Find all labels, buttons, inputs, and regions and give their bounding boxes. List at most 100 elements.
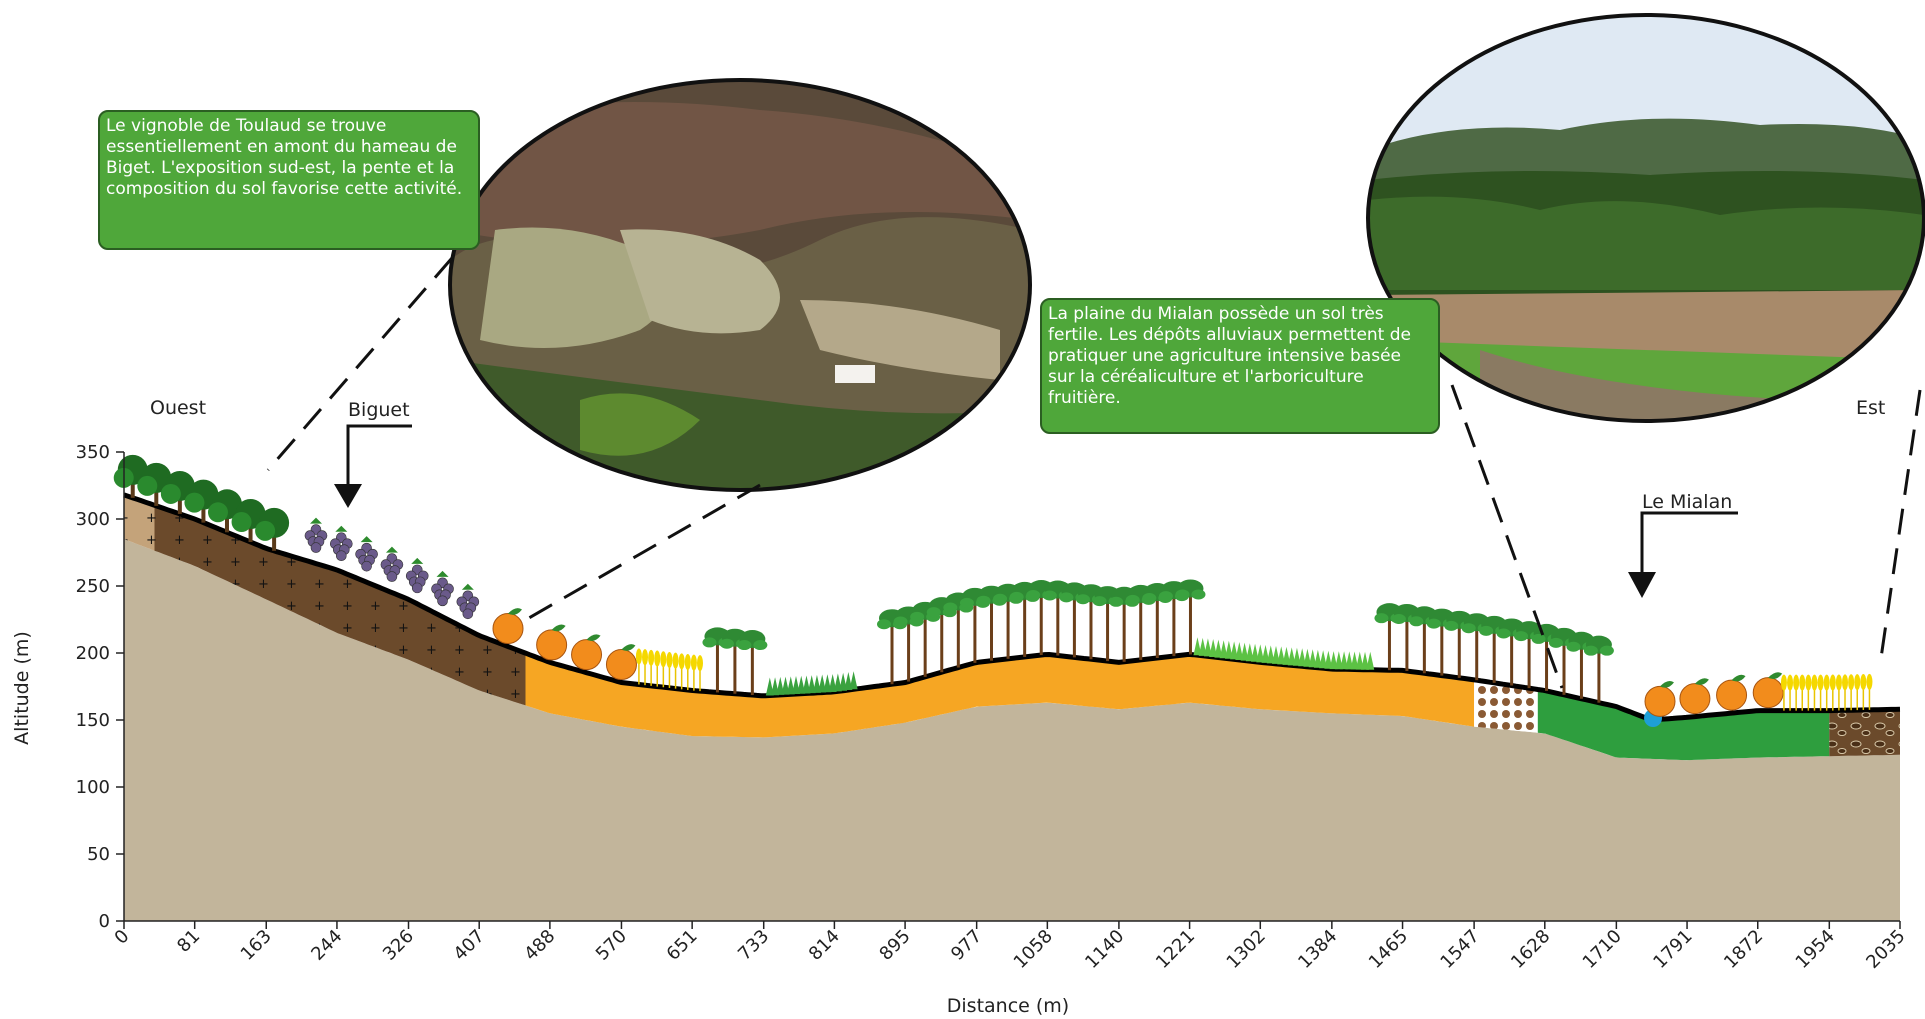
grass-icon <box>1282 646 1291 665</box>
grass-icon <box>1209 639 1218 658</box>
alluvium-layer <box>525 653 1475 738</box>
forest-tree-icon <box>255 507 290 551</box>
grass-icon <box>1319 650 1328 669</box>
grass-icon <box>839 672 848 691</box>
grass-icon <box>1224 640 1233 659</box>
orange-fruit-icon <box>1752 672 1784 709</box>
x-tick-label: 1140 <box>1081 926 1128 973</box>
leader-lines <box>266 257 1922 689</box>
x-tick-label: 1872 <box>1720 926 1767 973</box>
grass-icon <box>844 672 853 691</box>
bedrock-layer <box>124 539 1900 921</box>
grape-icon <box>456 583 480 620</box>
grass-icon <box>812 674 821 693</box>
grass-icon <box>1245 643 1254 662</box>
wheat-icon <box>672 652 679 689</box>
forest-tree-icon <box>160 470 195 514</box>
grass-icon <box>781 676 790 695</box>
wheat-icon <box>690 654 697 691</box>
mialan-marker: Le Mialan <box>1628 491 1738 598</box>
grass-icon <box>1313 649 1322 668</box>
x-tick-label: 977 <box>947 926 986 965</box>
fruit-tree-icon <box>737 630 768 696</box>
x-tick-label: 407 <box>450 926 489 965</box>
grass-icon <box>797 675 806 694</box>
x-tick-label: 1628 <box>1507 926 1554 973</box>
plain-callout: La plaine du Mialan possède un sol très … <box>1040 298 1440 434</box>
x-axis-title: Distance (m) <box>947 995 1069 1017</box>
gravel-deposit-layer <box>1474 679 1538 733</box>
x-tick-label: 1384 <box>1294 926 1341 973</box>
west-label: Ouest <box>150 397 206 419</box>
wheat-icon <box>1835 674 1842 711</box>
grass-icon <box>1198 637 1207 656</box>
grass-icon <box>1240 642 1249 661</box>
y-tick-label: 300 <box>76 509 110 530</box>
y-tick-label: 150 <box>76 710 110 731</box>
light-soil-layer <box>124 494 155 551</box>
grass-icon <box>1287 647 1296 666</box>
leader-left-1 <box>266 257 454 471</box>
soil-layers <box>123 492 1901 921</box>
grass-icon <box>1266 645 1275 664</box>
grass-icon <box>1214 639 1223 658</box>
x-tick-label: 895 <box>875 926 914 965</box>
grass-icon <box>1292 647 1301 666</box>
grass-icon <box>818 674 827 693</box>
x-tick-label: 0 <box>111 926 134 949</box>
wheat-icon <box>1848 674 1855 711</box>
grass-icon <box>1329 651 1338 670</box>
wheat-icon <box>1823 674 1830 711</box>
forest-tree-icon <box>231 499 266 543</box>
mialan-label: Le Mialan <box>1642 491 1732 513</box>
forest-tree-icon <box>184 479 219 523</box>
x-tick-label: 814 <box>805 926 844 965</box>
grass-icon <box>1277 646 1286 665</box>
y-tick-label: 350 <box>76 442 110 463</box>
grass-icon <box>1350 651 1359 670</box>
x-tick-label: 1465 <box>1365 926 1412 973</box>
orange-fruit-icon <box>571 634 603 671</box>
wheat-icon <box>1811 674 1818 711</box>
y-tick-label: 200 <box>76 643 110 664</box>
wheat-icon <box>654 650 661 687</box>
grape-icon <box>380 546 404 582</box>
grass-icon <box>1303 648 1312 667</box>
x-tick-label: 1954 <box>1792 926 1839 973</box>
x-tick-label: 1710 <box>1579 926 1626 973</box>
wheat-icon <box>678 653 685 690</box>
leader-right-2 <box>1878 389 1922 666</box>
grass-icon <box>828 673 837 692</box>
grape-icon <box>304 517 328 553</box>
x-tick-label: 1547 <box>1436 926 1483 973</box>
x-tick-label: 81 <box>173 926 204 957</box>
wheat-icon <box>1860 673 1867 710</box>
x-tick-label: 2035 <box>1862 926 1909 973</box>
grass-icon <box>1308 649 1317 668</box>
wheat-icon <box>697 655 703 692</box>
grape-icon <box>431 570 454 607</box>
grape-icon <box>330 525 353 562</box>
wheat-icon <box>1805 674 1812 711</box>
orange-fruit-icon <box>605 644 637 680</box>
grape-icon <box>355 536 378 572</box>
x-tick-label: 1221 <box>1152 926 1199 973</box>
fruit-tree-icon <box>1391 603 1422 671</box>
x-tick-label: 1791 <box>1649 926 1696 973</box>
fruit-tree-icon <box>1175 579 1206 655</box>
grass-icon <box>1235 641 1244 660</box>
wheat-icon <box>1866 673 1873 710</box>
x-tick-label: 570 <box>592 926 631 965</box>
y-tick-label: 50 <box>87 844 110 865</box>
grass-icon <box>1256 644 1265 663</box>
dark-soil-layer <box>1829 709 1900 757</box>
grass-icon <box>1340 651 1349 670</box>
grass-icon <box>1193 637 1202 656</box>
x-tick-label: 651 <box>663 926 702 965</box>
x-tick-label: 1058 <box>1010 926 1057 973</box>
grass-icon <box>771 677 780 696</box>
plain-photo <box>1366 13 1925 423</box>
forest-tree-icon <box>113 454 148 498</box>
grass-icon <box>776 676 785 695</box>
